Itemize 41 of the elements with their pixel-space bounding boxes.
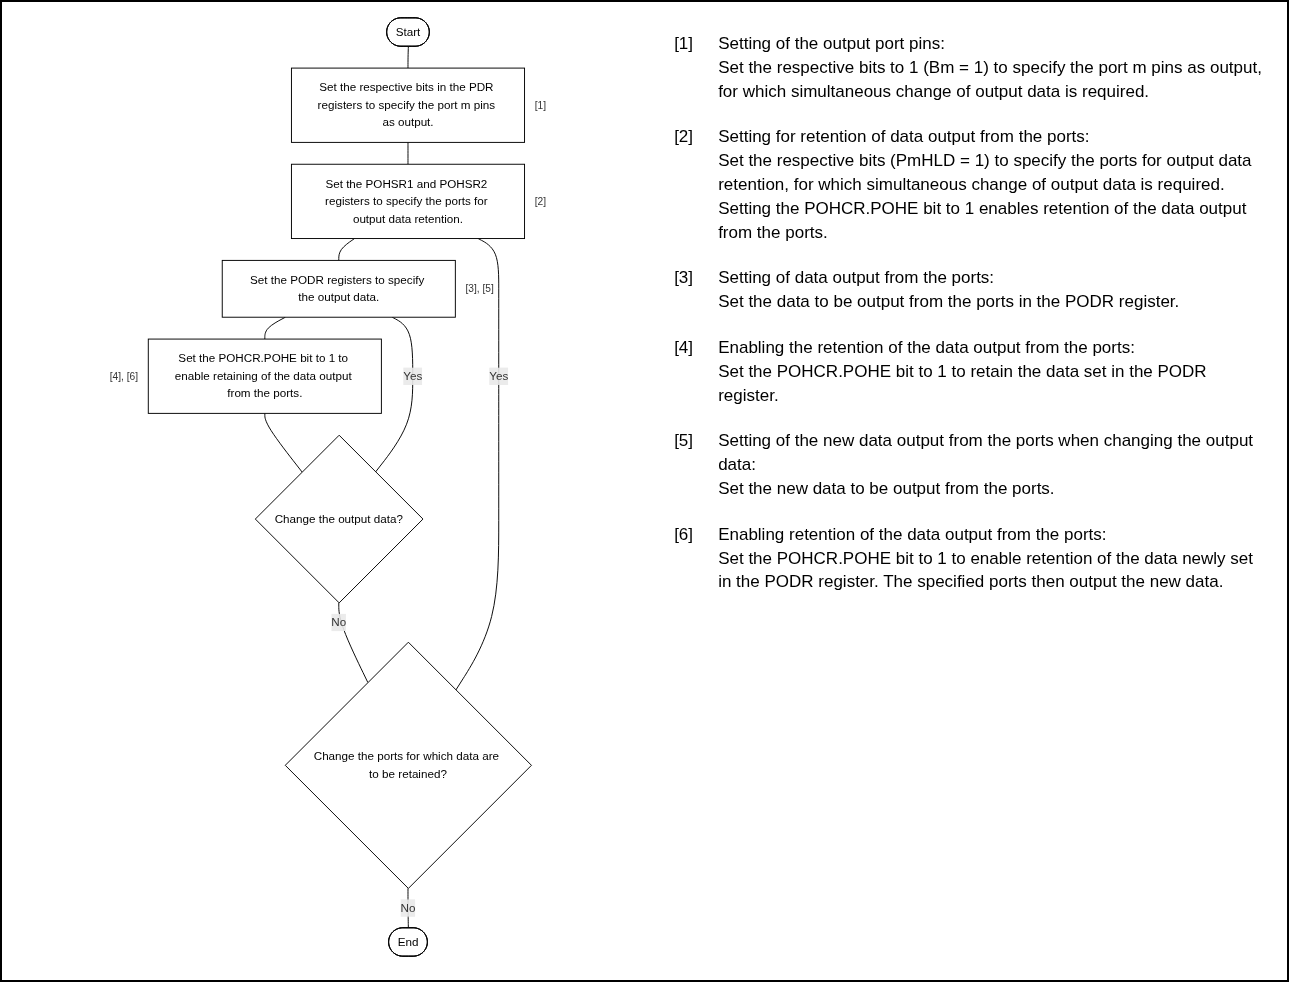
connector [338, 602, 369, 683]
note-heading: Enabling the retention of the data output from the ports: [718, 336, 1136, 359]
note-text: Set the new data to be output from the ports. [718, 477, 1056, 500]
note-text: Set the respective bits to 1 (Bm = 1) to specify the port m pins as output, for which simultaneous change of output data is required. [718, 56, 1263, 103]
step-reference: [4], [6] [109, 370, 139, 382]
connector [338, 238, 356, 261]
note-number: [3] [674, 267, 695, 290]
note-number: [2] [674, 126, 695, 149]
connector [407, 46, 409, 69]
node-box: Set the PODR registers to specify the output data. [221, 259, 456, 318]
connector [455, 238, 500, 691]
node-box: Set the POHCR.POHE bit to 1 to enable retaining of the data output from the ports. [147, 338, 382, 414]
note-heading: Setting of the new data output from the ports when changing the output data: [718, 430, 1255, 477]
note-number: [5] [674, 430, 695, 453]
note-heading: Setting of the output port pins: [718, 33, 946, 55]
node-diamond: Change the ports for which data are to be retained? [284, 641, 532, 889]
step-reference: [2] [534, 196, 547, 208]
note-number: [6] [674, 523, 695, 546]
connector [375, 316, 414, 473]
node-box: Set the respective bits in the PDR registers to specify the port m pins as output. [291, 67, 526, 143]
note-text: Set the POHCR.POHE bit to 1 to retain the data set in the PODR register. [718, 360, 1208, 407]
note-heading: Enabling retention of the data output from the ports: [718, 523, 1108, 546]
note-text: Set the data to be output from the ports in the PODR register. [718, 291, 1180, 314]
connector [407, 141, 409, 165]
step-reference: [1] [534, 99, 547, 111]
note-number: [1] [674, 33, 695, 55]
step-reference: [3], [5] [465, 283, 494, 295]
edge-label: No [331, 615, 347, 629]
note-heading: Setting of data output from the ports: [718, 267, 996, 290]
note-number: [4] [674, 336, 695, 359]
edge-label: Yes [403, 369, 423, 383]
note-text: Set the respective bits (PmHLD = 1) to specify the ports for output data retention, for which simultaneous change of output data is required. Setting the POHCR.POHE bit to 1 enables retention of the data output from the ports. [718, 150, 1253, 244]
connector [407, 887, 409, 929]
note-heading: Setting for retention of data output from the ports: [718, 126, 1091, 149]
edge-label: No [400, 901, 416, 914]
note-text: Set the POHCR.POHE bit to 1 to enable retention of the data newly set in the PODR register. The specified ports then output the new data. [718, 547, 1254, 594]
node-box: Set the POHSR1 and POHSR2 registers to specify the ports for output data retention. [291, 163, 526, 239]
connector [264, 412, 303, 473]
connector [264, 316, 286, 340]
edge-label: Yes [489, 369, 509, 383]
node-diamond: Change the output data? [254, 434, 424, 604]
